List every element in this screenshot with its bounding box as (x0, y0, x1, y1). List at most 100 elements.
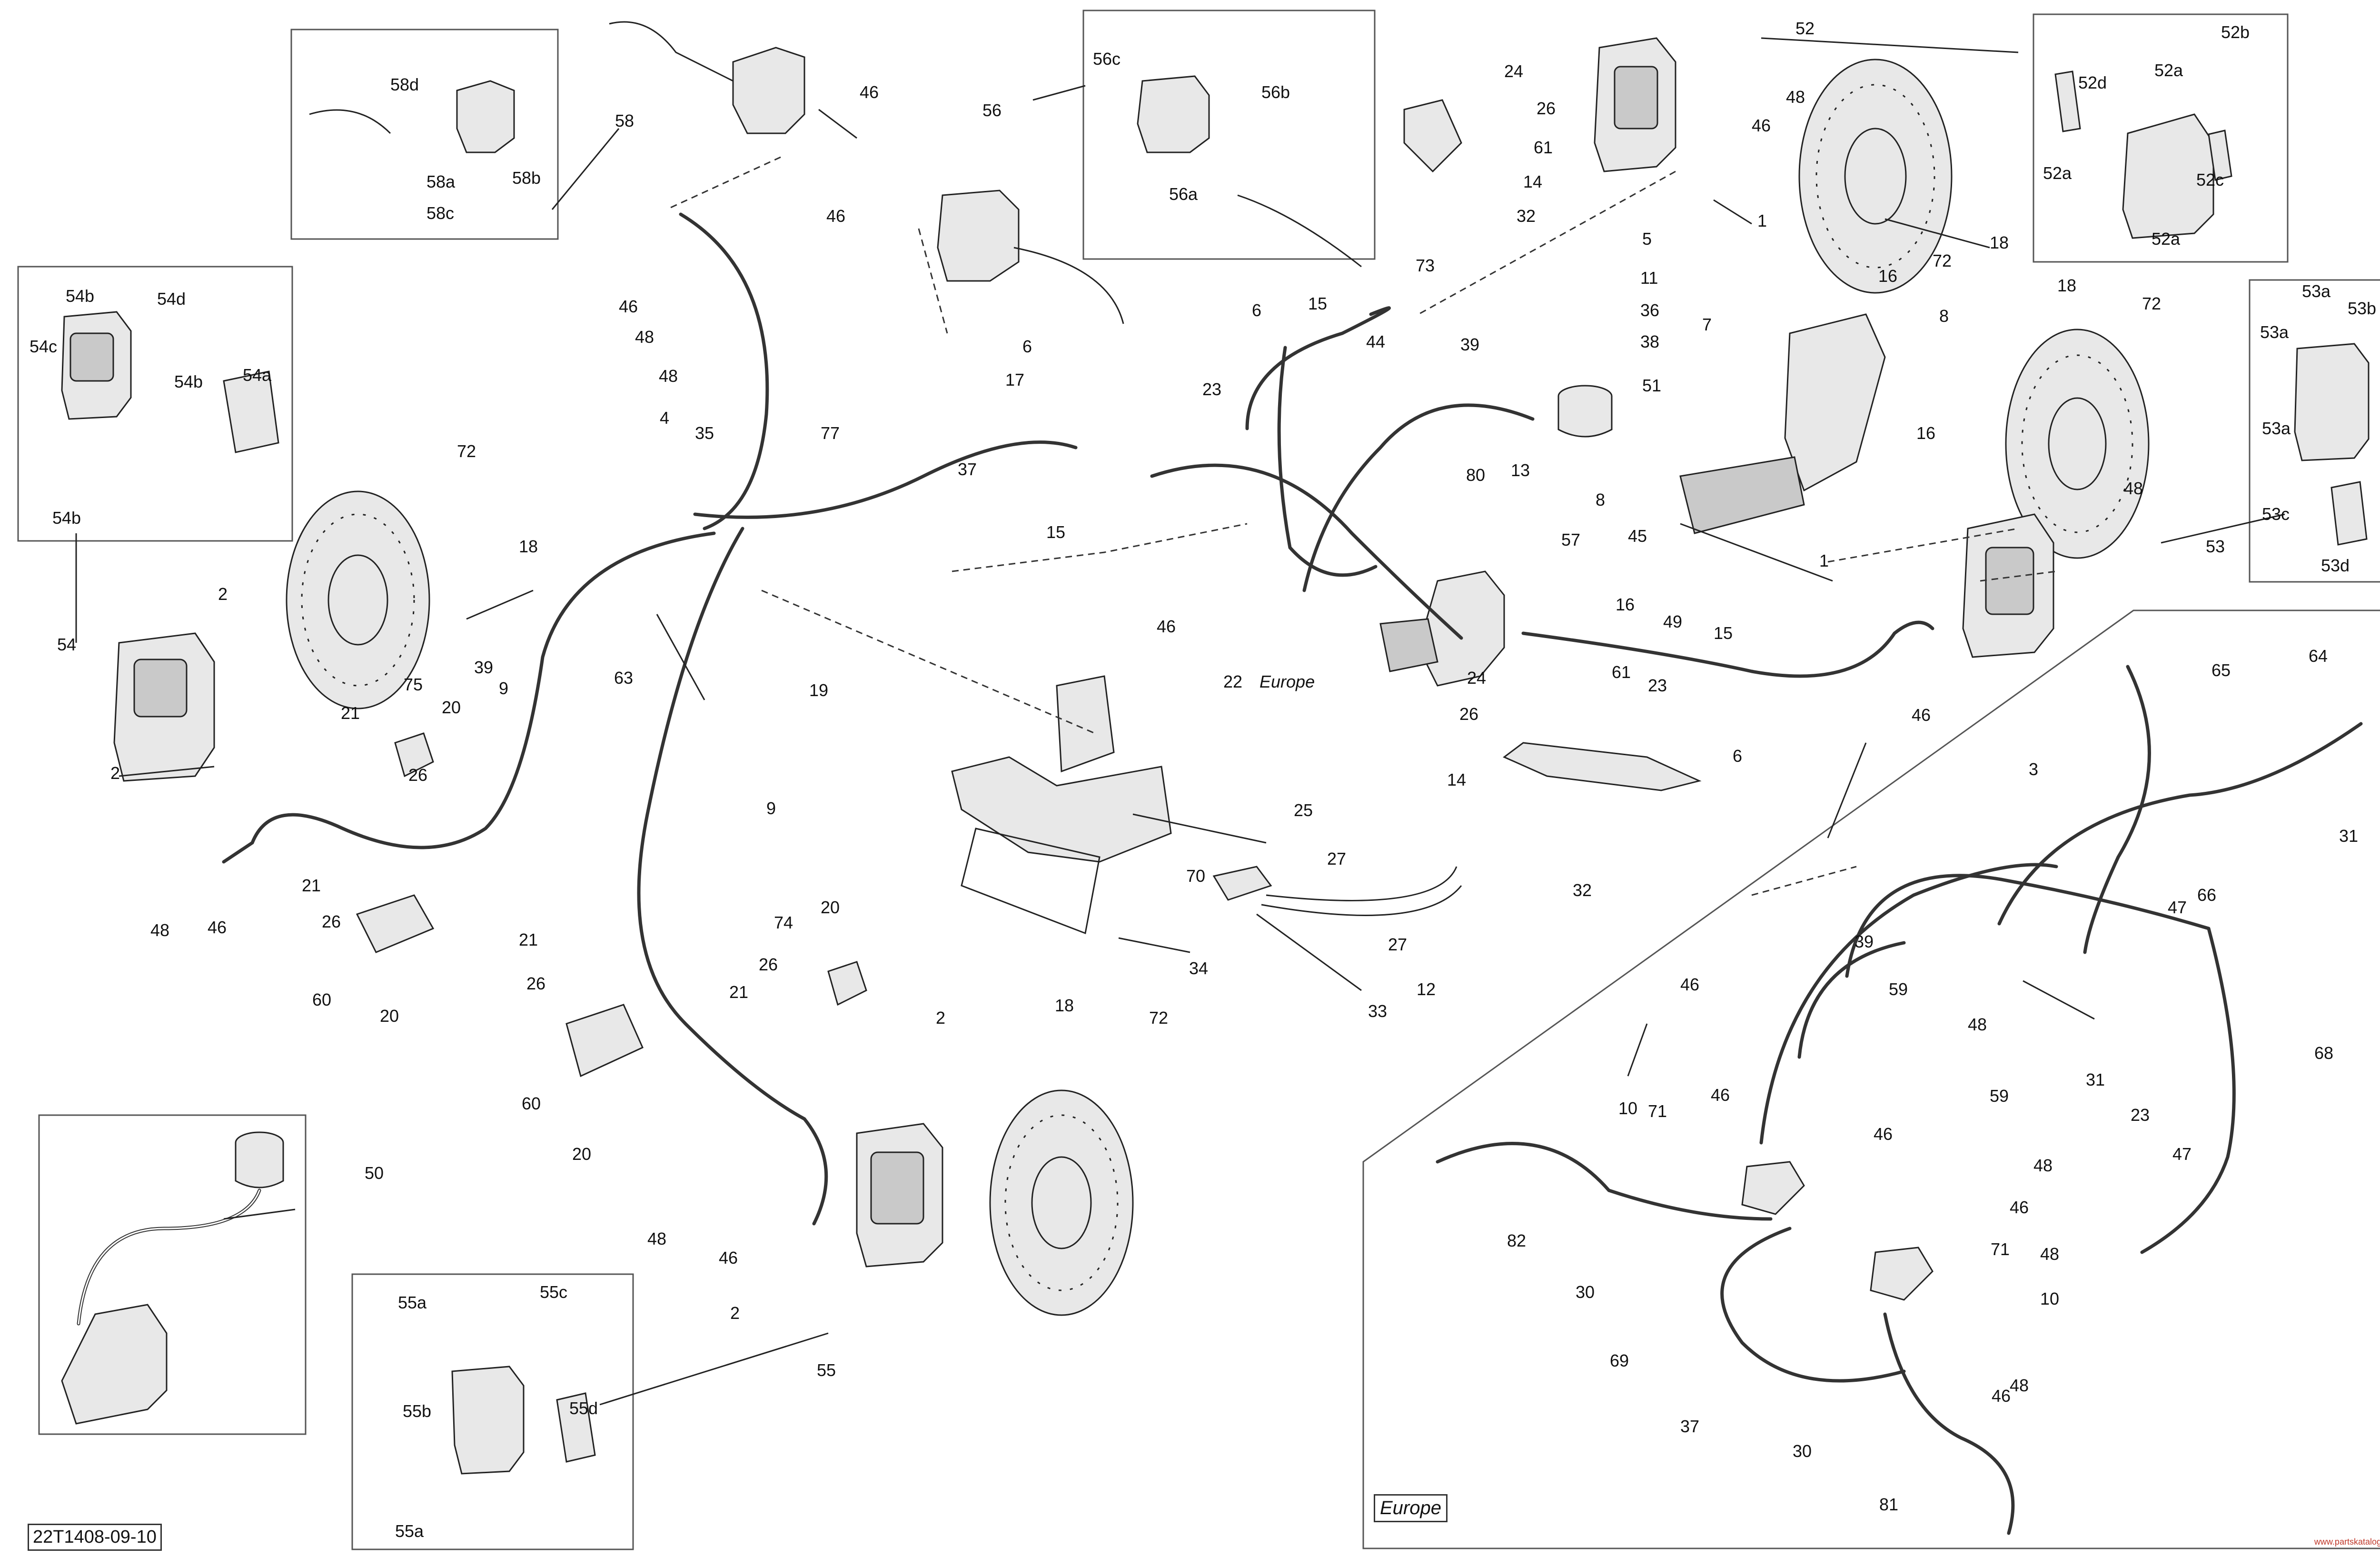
callout-70: 70 (1186, 866, 1205, 886)
callout-31-b: 31 (2086, 1070, 2105, 1089)
callout-5: 5 (1642, 229, 1652, 249)
europe-variant-label: Europe (1374, 1494, 1448, 1522)
brake-disc-72-top-right (1798, 59, 1953, 294)
callout-68: 68 (2314, 1043, 2333, 1063)
callout-2-b: 2 (110, 763, 120, 783)
callout-34: 34 (1189, 958, 1208, 978)
callout-55c: 55c (540, 1282, 567, 1302)
callout-7: 7 (1702, 315, 1712, 334)
callout-52a-1: 52a (2154, 60, 2183, 80)
callout-21-a: 21 (341, 703, 360, 723)
callout-16-b: 16 (1916, 423, 1935, 443)
callout-18-d: 18 (1055, 996, 1074, 1015)
callout-25: 25 (1294, 800, 1313, 820)
callout-48-e: 48 (2124, 479, 2143, 498)
callout-49: 49 (1663, 612, 1682, 631)
callout-73: 73 (1416, 256, 1435, 275)
callout-30-a: 30 (1576, 1282, 1595, 1302)
callout-53: 53 (2206, 537, 2225, 556)
callout-4: 4 (660, 408, 669, 428)
callout-23-a: 23 (1202, 379, 1221, 399)
callout-55: 55 (817, 1360, 836, 1380)
brake-line-europe-center (1759, 863, 2058, 1145)
callout-59-a: 59 (1889, 979, 1908, 999)
callout-52a-3: 52a (2152, 229, 2181, 249)
callout-58: 58 (615, 111, 634, 130)
frame-54-caliper-detail (17, 266, 293, 542)
callout-46-h: 46 (719, 1248, 738, 1268)
callout-54c: 54c (30, 337, 57, 356)
callout-50: 50 (365, 1163, 384, 1183)
brake-line-57-rear (1521, 620, 1934, 678)
rear-master-cylinder-57-icon (1379, 570, 1505, 687)
brake-line-44 (1277, 346, 1378, 577)
callout-46-b: 46 (1752, 116, 1771, 135)
callout-52a-2: 52a (2043, 163, 2072, 183)
callout-55b: 55b (403, 1401, 431, 1421)
callout-15-b: 15 (1308, 294, 1327, 313)
callout-15-c: 15 (1714, 623, 1733, 643)
callout-16-a: 16 (1878, 266, 1897, 286)
callout-56a: 56a (1169, 184, 1198, 204)
callout-53d: 53d (2321, 556, 2350, 575)
callout-46-i: 46 (1680, 975, 1699, 994)
callout-26-b: 26 (1459, 704, 1478, 724)
callout-18-a: 18 (1990, 233, 2009, 252)
brake-line-69 (1720, 1227, 1906, 1383)
brake-line-64 (1997, 722, 2363, 926)
brake-disc-72-bottom (989, 1089, 1134, 1316)
caliper-54-icon (61, 311, 279, 782)
callout-8-b: 8 (1596, 490, 1605, 509)
callout-24-a: 24 (1504, 61, 1523, 81)
callout-48-c: 48 (635, 327, 654, 347)
frame-50-reservoir-detail (38, 1114, 307, 1435)
callout-32-a: 32 (1517, 206, 1536, 226)
callout-63: 63 (614, 668, 633, 688)
callout-24-b: 24 (1467, 668, 1486, 688)
callout-labels: 58d 58c 58a 58b 58 46 56c 56b 56a 56 24 … (30, 19, 2376, 1541)
callout-53a-3: 53a (2262, 419, 2291, 438)
callout-58a: 58a (426, 172, 456, 191)
brake-line-left-front (222, 531, 716, 864)
callout-39-a: 39 (474, 658, 493, 677)
callout-27-b: 27 (1388, 935, 1407, 954)
brake-line-81 (1883, 1312, 2015, 1535)
callout-46-j: 46 (1711, 1085, 1730, 1105)
callout-48-a: 48 (1786, 87, 1805, 107)
callout-54d: 54d (157, 289, 186, 309)
frame-52-caliper-detail (2033, 13, 2289, 263)
callout-81: 81 (1879, 1495, 1898, 1514)
callout-16-c: 16 (1616, 595, 1635, 614)
callout-51: 51 (1642, 376, 1661, 395)
callout-3: 3 (2029, 759, 2038, 779)
callout-46-d: 46 (619, 297, 638, 316)
callout-18-b: 18 (519, 537, 538, 556)
callout-52c: 52c (2196, 170, 2224, 190)
callout-55a-2: 55a (395, 1521, 424, 1541)
callout-48-j: 48 (2010, 1376, 2029, 1395)
callout-33: 33 (1368, 1001, 1387, 1021)
callout-20-d: 20 (821, 898, 840, 917)
callout-39-b: 39 (1460, 335, 1479, 354)
callout-47-a: 47 (2168, 898, 2187, 917)
sensor-bracket-60-icon (356, 732, 867, 1078)
callout-6-b: 6 (1252, 300, 1261, 320)
callout-21-c: 21 (519, 930, 538, 949)
callout-80: 80 (1466, 465, 1485, 485)
callout-30-b: 30 (1793, 1441, 1812, 1461)
callout-35: 35 (695, 423, 714, 443)
callout-europe-22: Europe (1259, 672, 1315, 691)
brake-line-63 (637, 527, 828, 1226)
callout-45: 45 (1628, 526, 1647, 546)
bracket-45-icon (1679, 313, 1886, 534)
abs-module-70-icon (951, 675, 1172, 935)
callout-61-b: 61 (1612, 662, 1631, 682)
callout-55d: 55d (569, 1398, 598, 1418)
callout-37-a: 37 (958, 459, 977, 479)
callout-58b: 58b (512, 168, 541, 188)
master-cylinder-58-icon (309, 21, 805, 153)
callout-37-b: 37 (1680, 1417, 1699, 1436)
callout-71-a: 71 (1648, 1101, 1667, 1121)
heat-shield-61-icon (1403, 99, 1702, 791)
callout-60-a: 60 (312, 990, 331, 1009)
